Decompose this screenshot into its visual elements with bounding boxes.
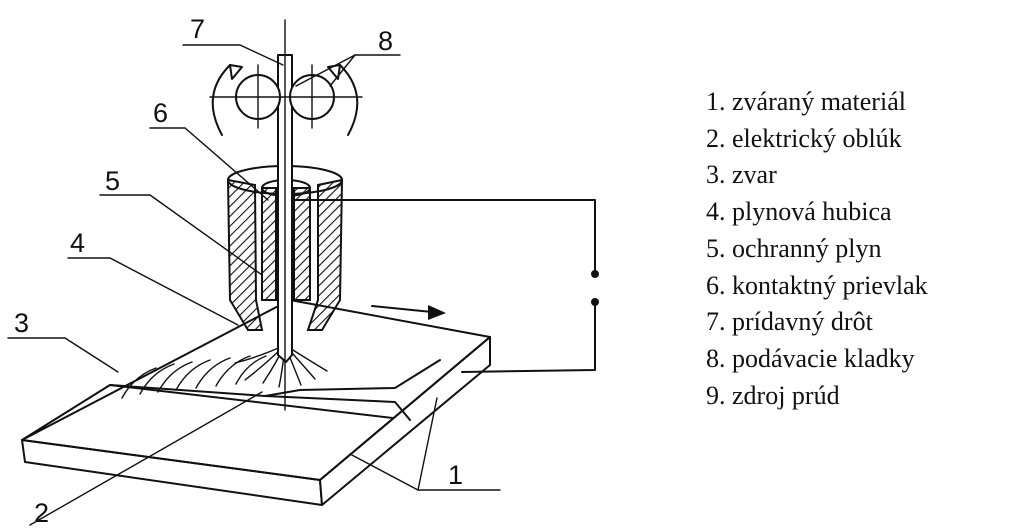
- direction-arrow: [371, 305, 446, 320]
- welding-diagram: 7 8 6 5 4 3 1 2: [7, 14, 599, 528]
- contact-tip: [261, 179, 311, 301]
- weld-bead: [121, 355, 267, 399]
- power-source-circuit: [291, 199, 599, 373]
- legend-item: 9. zdroj prúd: [706, 380, 840, 410]
- legend-item: 6. kontaktný prievlak: [706, 270, 928, 300]
- leader-lines: [7, 44, 501, 526]
- legend-item: 1. zváraný materiál: [706, 87, 906, 116]
- callout-4: 4: [70, 228, 85, 258]
- legend-item: 3. zvar: [706, 160, 777, 190]
- callout-8: 8: [378, 26, 393, 56]
- legend-item: 4. plynová hubica: [706, 197, 892, 227]
- legend: 1. zváraný materiál 2. elektrický oblúk …: [706, 84, 928, 414]
- legend-item: 2. elektrický oblúk: [706, 123, 902, 153]
- callout-1: 1: [448, 460, 463, 490]
- callout-6: 6: [153, 98, 168, 128]
- callout-5: 5: [105, 166, 120, 196]
- legend-item: 5. ochranný plyn: [706, 233, 882, 263]
- callout-3: 3: [14, 308, 29, 338]
- legend-item: 8. podávacie kladky: [706, 343, 915, 373]
- legend-item: 7. prídavný drôt: [706, 307, 873, 337]
- workpiece-plate: [21, 299, 491, 506]
- callout-2: 2: [34, 498, 49, 528]
- feed-rollers: [209, 64, 363, 136]
- filler-wire: [277, 19, 293, 411]
- callout-7: 7: [190, 14, 205, 44]
